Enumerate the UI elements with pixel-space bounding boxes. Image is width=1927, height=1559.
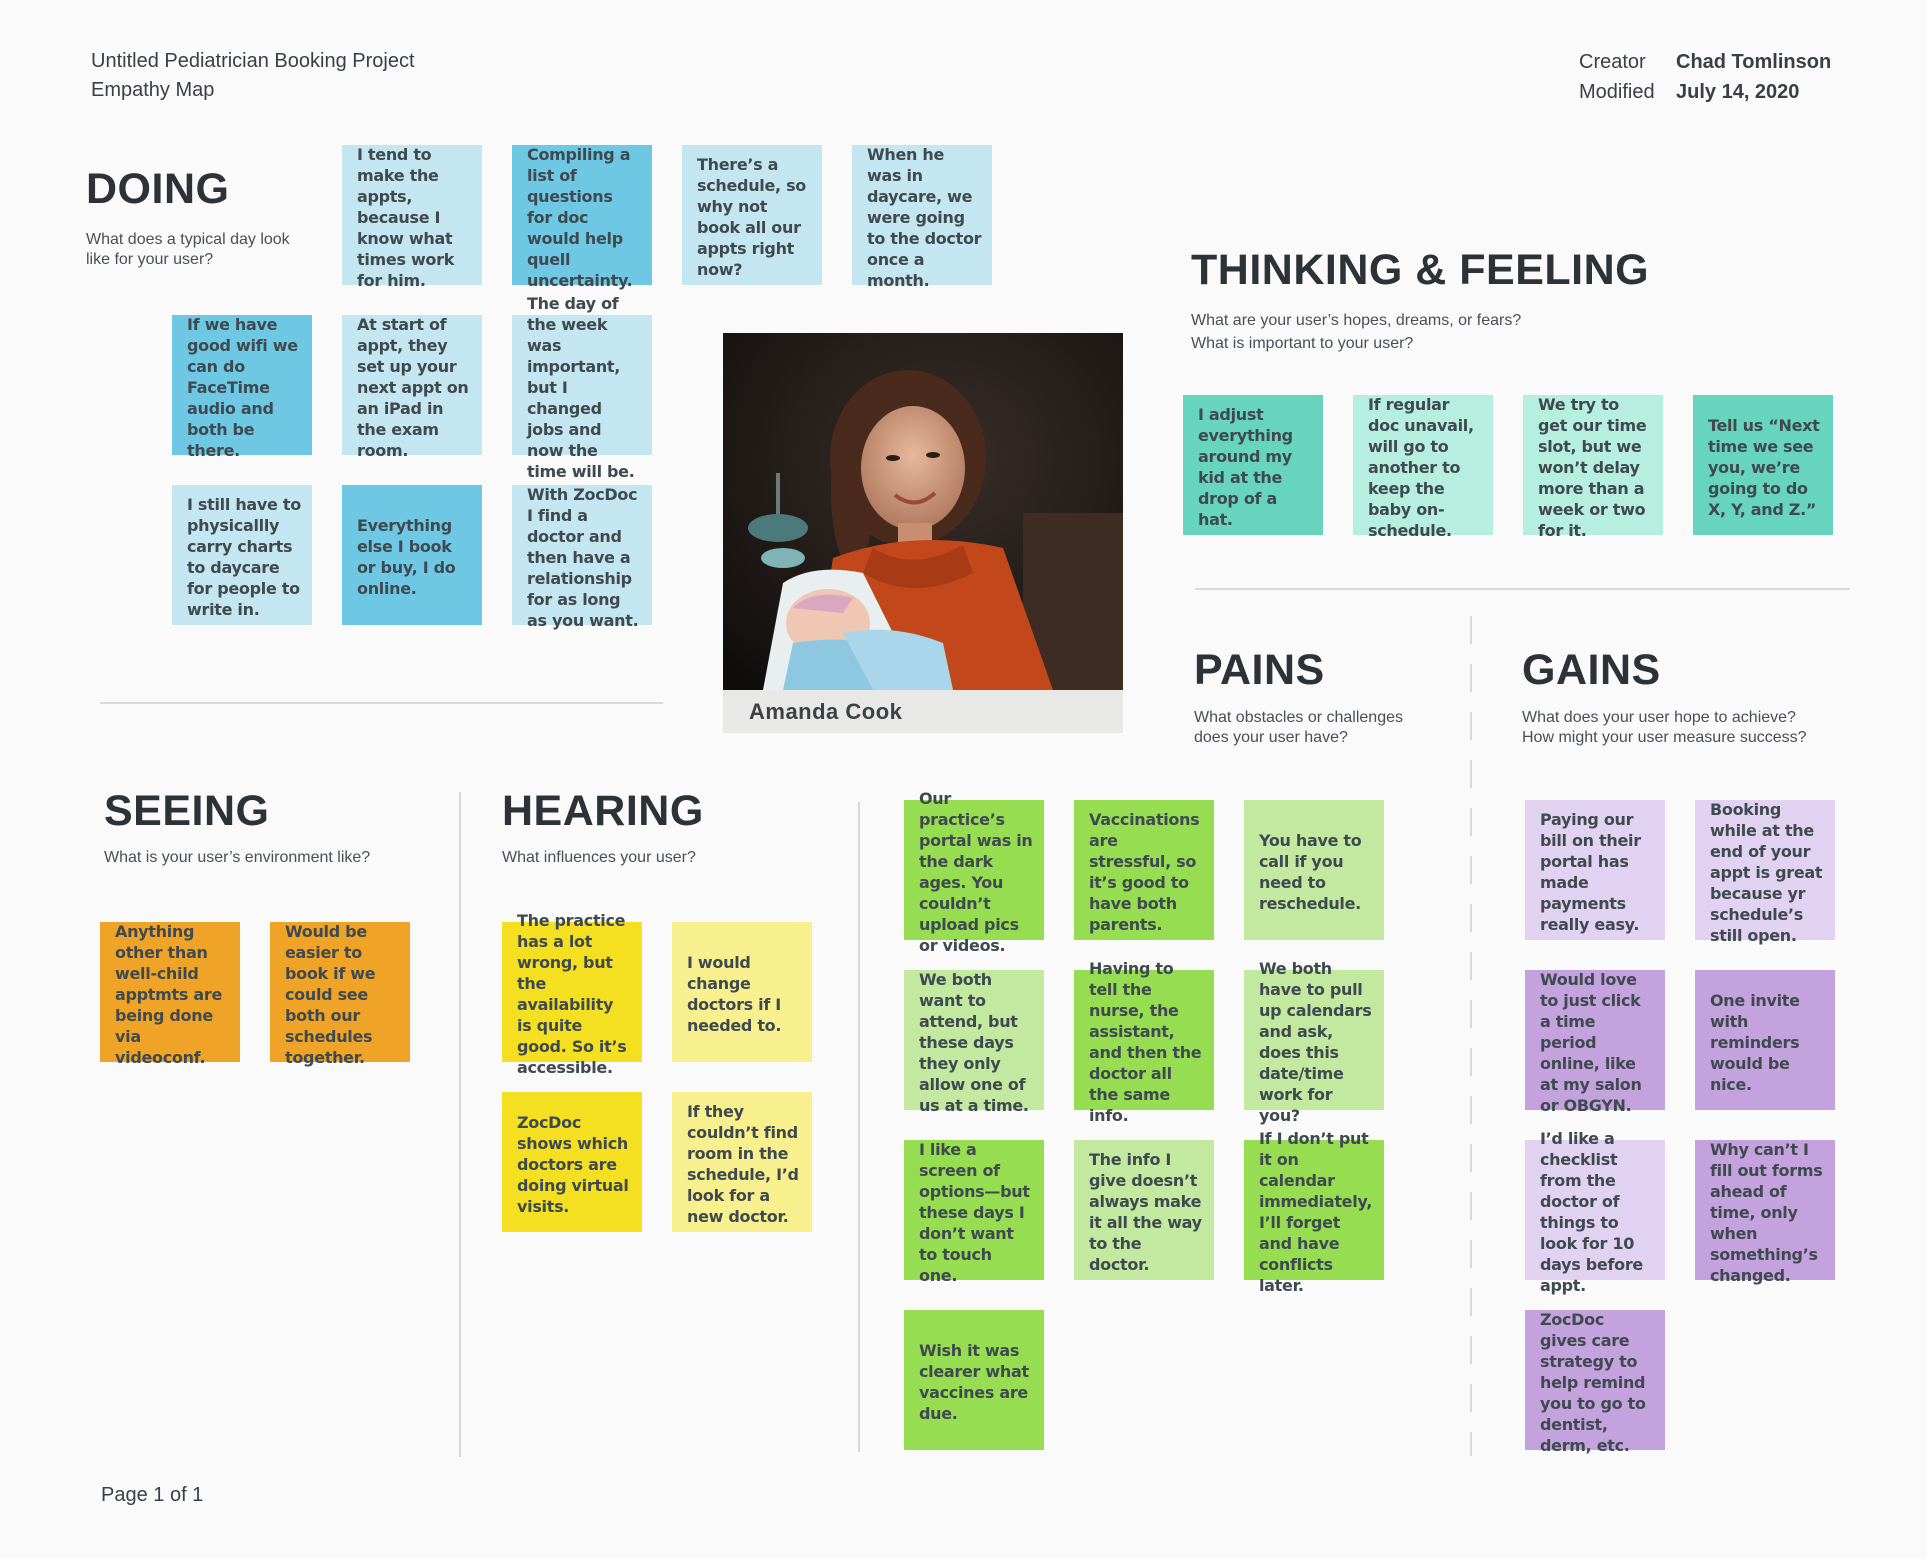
thinking-feeling-title: THINKING & FEELING — [1191, 246, 1650, 294]
document-type: Empathy Map — [91, 79, 215, 101]
pains-subtitle: What obstacles or challenges does your u… — [1194, 709, 1403, 746]
doing-title: DOING — [86, 165, 230, 213]
sticky-note[interactable]: If we have good wifi we can do FaceTime … — [172, 315, 312, 460]
sticky-note[interactable]: I like a screen of options—but these day… — [904, 1140, 1044, 1285]
hearing-subtitle: What influences your user? — [502, 849, 696, 866]
sticky-note[interactable]: Booking while at the end of your appt is… — [1695, 800, 1835, 945]
divider — [1195, 588, 1850, 590]
persona-card: Amanda Cook — [723, 333, 1123, 733]
modified-label: Modified — [1579, 81, 1655, 103]
sticky-note[interactable]: Everything else I book or buy, I do onli… — [342, 485, 482, 625]
sticky-note[interactable]: If they couldn’t find room in the schedu… — [672, 1092, 812, 1232]
gains-title: GAINS — [1522, 646, 1661, 694]
sticky-note[interactable]: I would change doctors if I needed to. — [672, 922, 812, 1062]
sticky-note[interactable]: I adjust everything around my kid at the… — [1183, 395, 1323, 535]
sticky-note[interactable]: I tend to make the appts, because I know… — [342, 145, 482, 290]
sticky-note[interactable]: One invite with reminders would be nice. — [1695, 970, 1835, 1110]
sticky-note[interactable]: When he was in daycare, we were going to… — [852, 145, 992, 290]
sticky-note[interactable]: Paying our bill on their portal has made… — [1525, 800, 1665, 940]
sticky-note[interactable]: The practice has a lot wrong, but the av… — [502, 911, 642, 1077]
divider — [459, 792, 461, 1457]
sticky-note[interactable]: Tell us “Next time we see you, we’re goi… — [1693, 395, 1833, 535]
pains-title: PAINS — [1194, 646, 1325, 694]
sticky-note[interactable]: I’d like a checklist from the doctor of … — [1525, 1129, 1665, 1295]
creator-name: Chad Tomlinson — [1676, 51, 1832, 73]
sticky-note[interactable]: We both want to attend, but these days t… — [904, 970, 1044, 1115]
divider — [100, 702, 663, 704]
project-title: Untitled Pediatrician Booking Project — [91, 50, 415, 72]
modified-date: July 14, 2020 — [1676, 81, 1800, 103]
sticky-note[interactable]: Why can’t I fill out forms ahead of time… — [1695, 1140, 1835, 1285]
hearing-title: HEARING — [502, 787, 704, 835]
sticky-note[interactable]: If I don’t put it on calendar immediatel… — [1244, 1129, 1384, 1295]
sticky-note[interactable]: I still have to physicallly carry charts… — [172, 485, 312, 625]
gains-subtitle: What does your user hope to achieve? How… — [1522, 709, 1807, 746]
sticky-note[interactable]: Would love to just click a time period o… — [1525, 970, 1665, 1115]
persona-name: Amanda Cook — [749, 699, 903, 724]
sticky-note[interactable]: Vaccinations are stressful, so it’s good… — [1074, 800, 1214, 940]
sticky-note[interactable]: With ZocDoc I find a doctor and then hav… — [512, 485, 652, 630]
sticky-note[interactable]: The info I give doesn’t always make it a… — [1074, 1140, 1214, 1280]
sticky-note[interactable]: Anything other than well-child apptmts a… — [100, 922, 240, 1067]
sticky-note[interactable]: If regular doc unavail, will go to anoth… — [1353, 395, 1493, 540]
doing-subtitle: What does a typical day look like for yo… — [86, 231, 290, 268]
page-indicator: Page 1 of 1 — [101, 1484, 204, 1506]
sticky-note[interactable]: You have to call if you need to reschedu… — [1244, 800, 1384, 940]
sticky-note[interactable]: We both have to pull up calendars and as… — [1244, 959, 1384, 1125]
sticky-note[interactable]: Compiling a list of questions for doc wo… — [512, 145, 652, 290]
seeing-subtitle: What is your user’s environment like? — [104, 849, 371, 866]
persona-photo — [723, 333, 1123, 690]
sticky-note[interactable]: Our practice’s portal was in the dark ag… — [904, 789, 1044, 955]
sticky-note[interactable]: We try to get our time slot, but we won’… — [1523, 395, 1663, 540]
divider — [858, 802, 860, 1452]
sticky-note[interactable]: The day of the week was important, but I… — [512, 294, 652, 481]
sticky-note[interactable]: ZocDoc shows which doctors are doing vir… — [502, 1092, 642, 1232]
divider — [1470, 616, 1472, 1456]
sticky-note[interactable]: Wish it was clearer what vaccines are du… — [904, 1310, 1044, 1450]
sticky-note[interactable]: At start of appt, they set up your next … — [342, 315, 482, 460]
sticky-note[interactable]: Would be easier to book if we could see … — [270, 922, 410, 1067]
creator-label: Creator — [1579, 51, 1646, 73]
sticky-note[interactable]: ZocDoc gives care strategy to help remin… — [1525, 1310, 1665, 1455]
thinking-subtitle-line2: What is important to your user? — [1191, 335, 1414, 352]
seeing-title: SEEING — [104, 787, 270, 835]
sticky-note[interactable]: Having to tell the nurse, the assistant,… — [1074, 959, 1214, 1125]
sticky-note[interactable]: There’s a schedule, so why not book all … — [682, 145, 822, 285]
thinking-subtitle-line1: What are your user’s hopes, dreams, or f… — [1191, 312, 1522, 329]
